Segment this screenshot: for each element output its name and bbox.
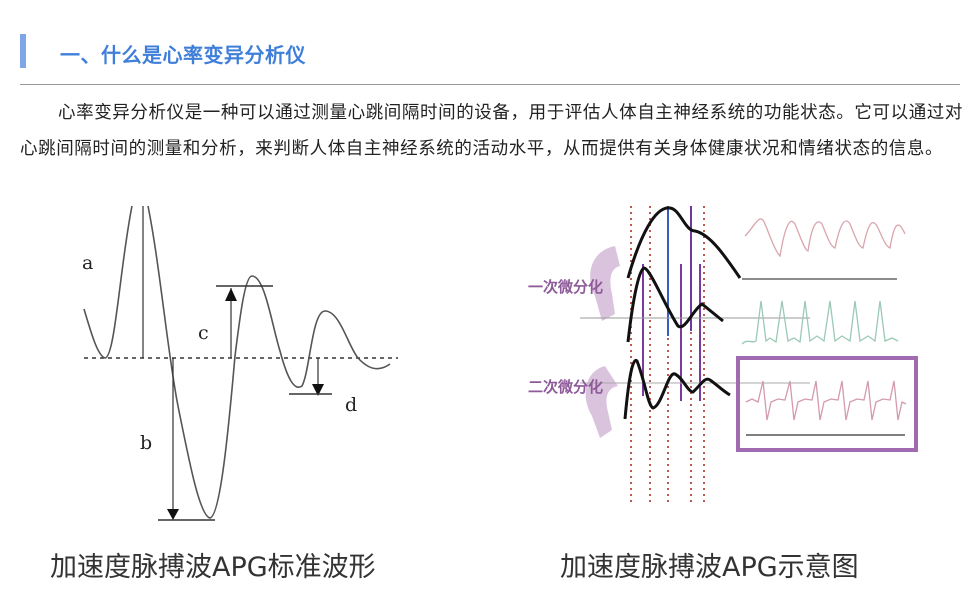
label-c: c xyxy=(198,322,209,344)
heading-divider xyxy=(20,84,960,85)
body-paragraph: 心率变异分析仪是一种可以通过测量心跳间隔时间的设备，用于评估人体自主神经系统的功… xyxy=(20,103,963,159)
apg-schematic-diagram xyxy=(580,206,918,506)
apg-schematic-figure: 一次微分化 二次微分化 xyxy=(520,206,920,526)
section-heading: 一、什么是心率变异分析仪 xyxy=(20,34,960,74)
label-a: a xyxy=(82,252,94,274)
heading-accent-bar xyxy=(20,34,26,68)
apg-standard-waveform-figure: a b c d xyxy=(40,205,420,526)
figure-caption-right: 加速度脉搏波APG示意图 xyxy=(560,552,859,583)
first-derivative-label: 一次微分化 xyxy=(528,278,604,296)
label-b: b xyxy=(140,432,153,454)
second-derivative-label: 二次微分化 xyxy=(528,378,604,396)
apg-waveform-diagram xyxy=(83,205,398,521)
section-title: 一、什么是心率变异分析仪 xyxy=(60,43,306,67)
label-d: d xyxy=(345,394,358,416)
figure-caption-left: 加速度脉搏波APG标准波形 xyxy=(50,552,376,583)
